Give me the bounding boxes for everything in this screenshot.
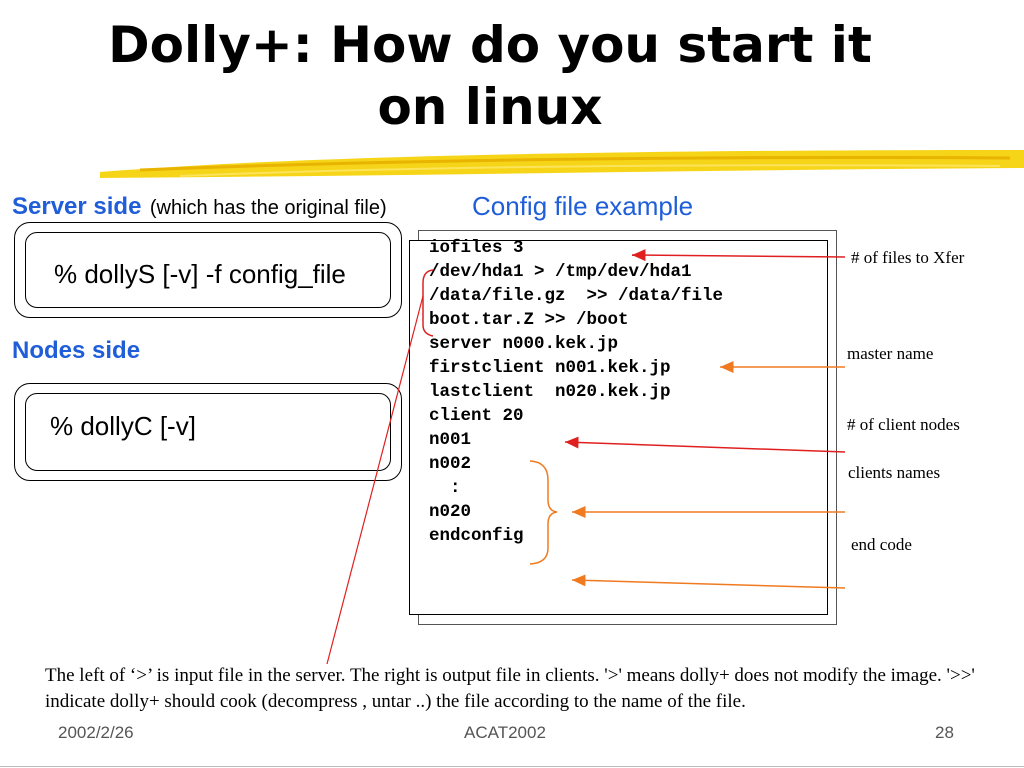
footer-page-number: 28 — [935, 723, 954, 742]
config-file-box — [409, 240, 828, 615]
nodes-command: % dollyC [-v] — [50, 411, 196, 441]
nodes-command-box — [25, 393, 391, 471]
description-text: The left of ‘>’ is input file in the ser… — [45, 665, 975, 712]
nodes-command-frame — [14, 383, 402, 481]
config-line: firstclient n001.kek.jp — [429, 358, 671, 378]
config-line: boot.tar.Z >> /boot — [429, 310, 629, 330]
annotation-end-code: end code — [851, 535, 912, 554]
footer-date: 2002/2/26 — [58, 723, 134, 742]
server-command-box — [25, 232, 391, 308]
slide-title: Dolly+: How do you start it on linux — [40, 14, 940, 138]
server-command: % dollyS [-v] -f config_file — [54, 259, 346, 289]
config-line: client 20 — [429, 406, 524, 426]
bracket-client-names — [529, 460, 558, 565]
config-line: n002 — [429, 454, 472, 474]
annotation-clients-names: clients names — [848, 463, 941, 482]
server-command-frame — [14, 222, 402, 318]
server-side-subheading: (which has the original file) — [149, 197, 387, 219]
title-underline-decoration — [100, 150, 1024, 178]
annotation-files-to-xfer: # of files to Xfer — [851, 248, 965, 267]
config-line: endconfig — [429, 526, 524, 546]
server-side-heading: Server side — [12, 193, 142, 220]
bottom-divider — [0, 766, 1024, 767]
arrow-files-to-xfer — [631, 249, 846, 262]
config-line: /data/file.gz >> /data/file — [429, 286, 724, 306]
annotation-master-name: master name — [847, 344, 934, 363]
config-line: n020 — [429, 502, 472, 522]
arrow-client-nodes — [564, 436, 846, 453]
config-line: : — [429, 478, 461, 498]
annotation-client-nodes: # of client nodes — [847, 415, 960, 434]
config-file-lines: iofiles 3 /dev/hda1 > /tmp/dev/hda1 /dat… — [429, 236, 723, 548]
arrow-end-code — [571, 574, 846, 589]
nodes-side-heading: Nodes side — [12, 337, 141, 364]
title-line-2: on linux — [377, 78, 603, 136]
config-line: lastclient n020.kek.jp — [429, 382, 671, 402]
config-line: iofiles 3 — [429, 238, 524, 258]
bracket-io-lines — [422, 269, 434, 337]
config-line: n001 — [429, 430, 472, 450]
config-line: server n000.kek.jp — [429, 334, 619, 354]
footer-event: ACAT2002 — [464, 723, 546, 742]
server-side-label: Server side (which has the original file… — [12, 193, 387, 221]
title-line-1: Dolly+: How do you start it — [108, 16, 872, 74]
config-file-heading: Config file example — [472, 191, 694, 221]
connector-to-description — [326, 295, 424, 665]
config-line: /dev/hda1 > /tmp/dev/hda1 — [429, 262, 692, 282]
